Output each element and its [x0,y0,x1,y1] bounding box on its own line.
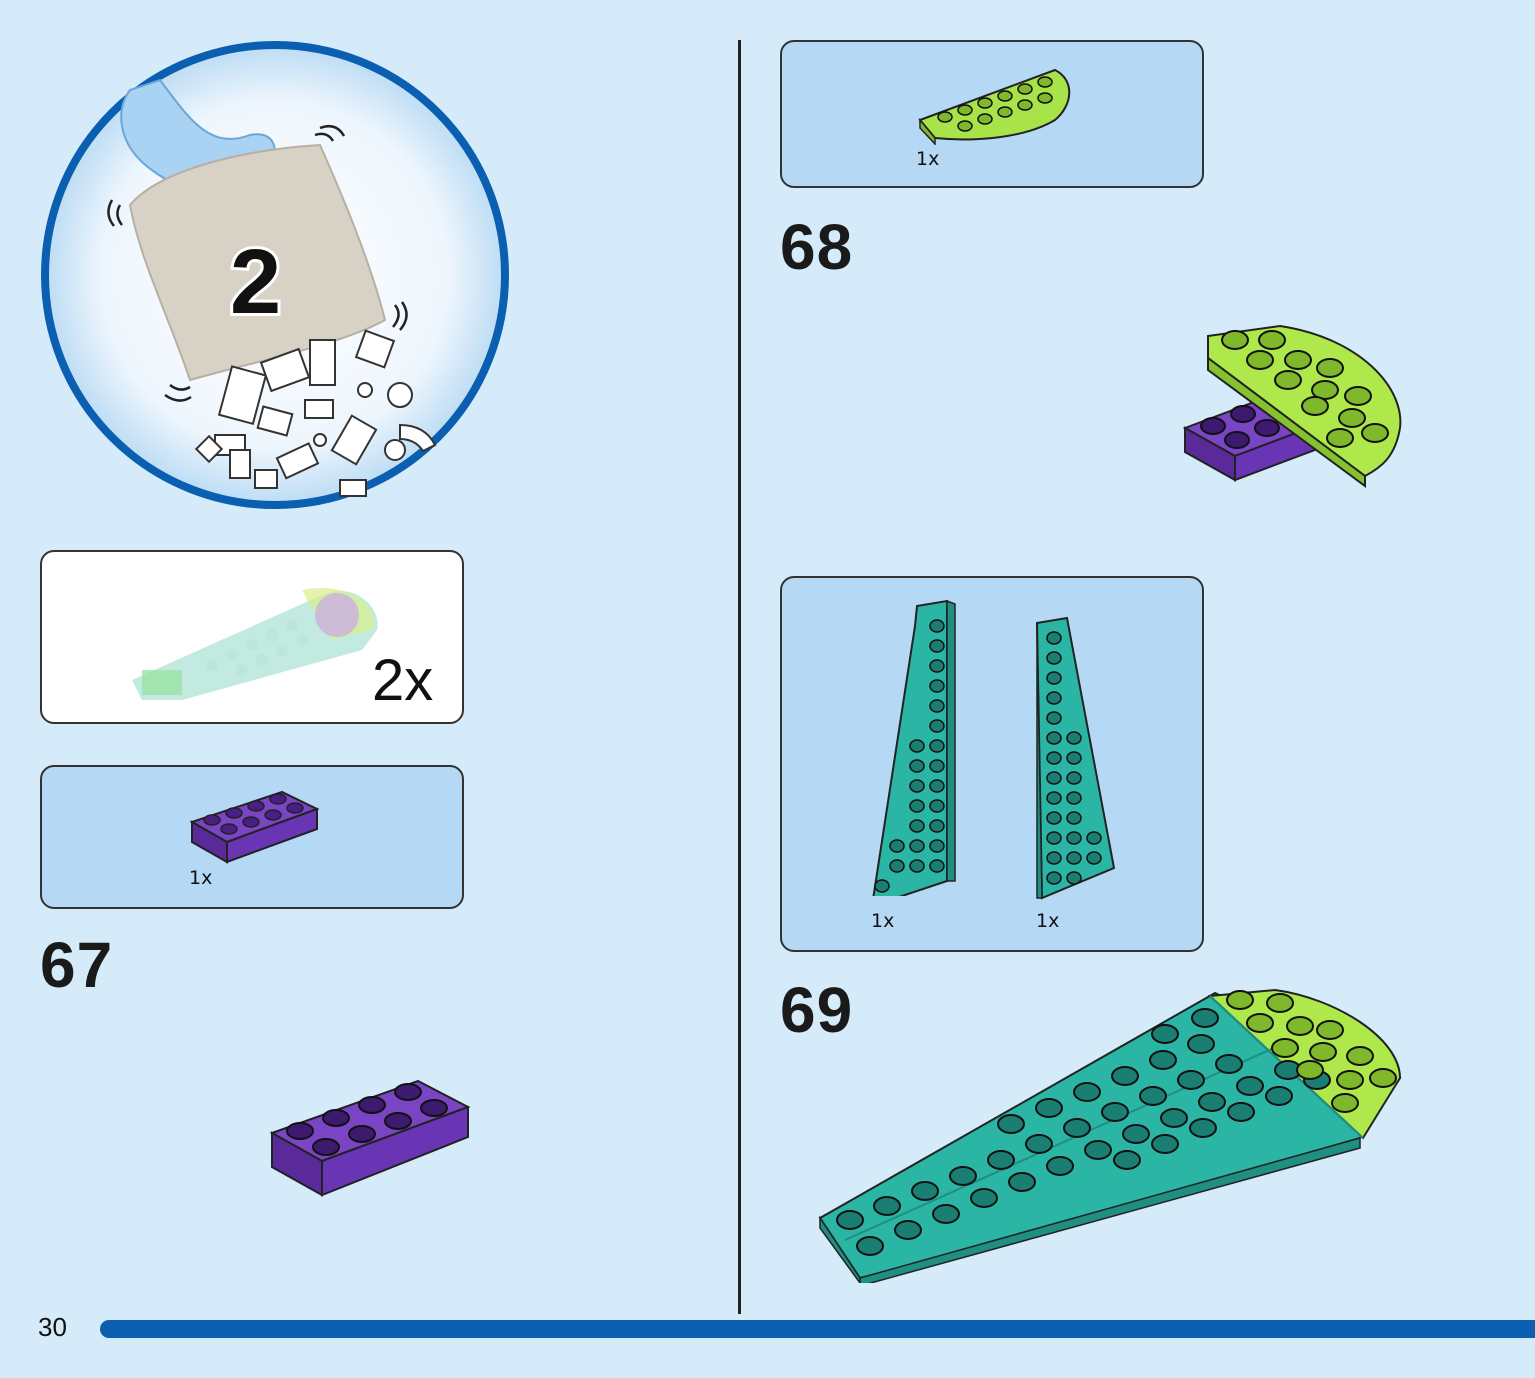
submodel-callout: 2x [40,550,464,724]
part-quantity: 1x [916,148,940,170]
purple-plate-part-icon [189,790,320,864]
part-quantity: 1x [189,867,213,889]
step-68-assembly [1182,324,1402,488]
submodel-preview-icon [132,588,378,700]
teal-wedge-plate-left-part-icon [872,599,956,896]
step-69-assembly-wing [818,988,1402,1283]
teal-wedge-plate-right-part-icon [1035,616,1116,900]
step-number: 68 [780,211,854,283]
lime-half-round-plate-part-icon [918,68,1071,145]
part-quantity: 1x [1036,910,1060,932]
page-progress-bar [100,1320,1535,1338]
bag-icon [128,143,387,382]
submodel-multiplier: 2x [372,648,434,713]
step-68-parts-list: 1x [780,40,1204,188]
step-number: 67 [40,929,114,1001]
step-67-assembly-purple-plate [269,1079,471,1197]
bag-number: 2 [227,228,284,336]
step-67-parts-list: 1x [40,765,464,909]
column-divider [738,40,741,1314]
bag-open-callout: 2 [40,40,510,510]
page-number: 30 [38,1312,67,1342]
step-69-parts-list: 1x 1x [780,576,1204,952]
part-quantity: 1x [871,910,895,932]
step-number: 69 [780,974,854,1046]
